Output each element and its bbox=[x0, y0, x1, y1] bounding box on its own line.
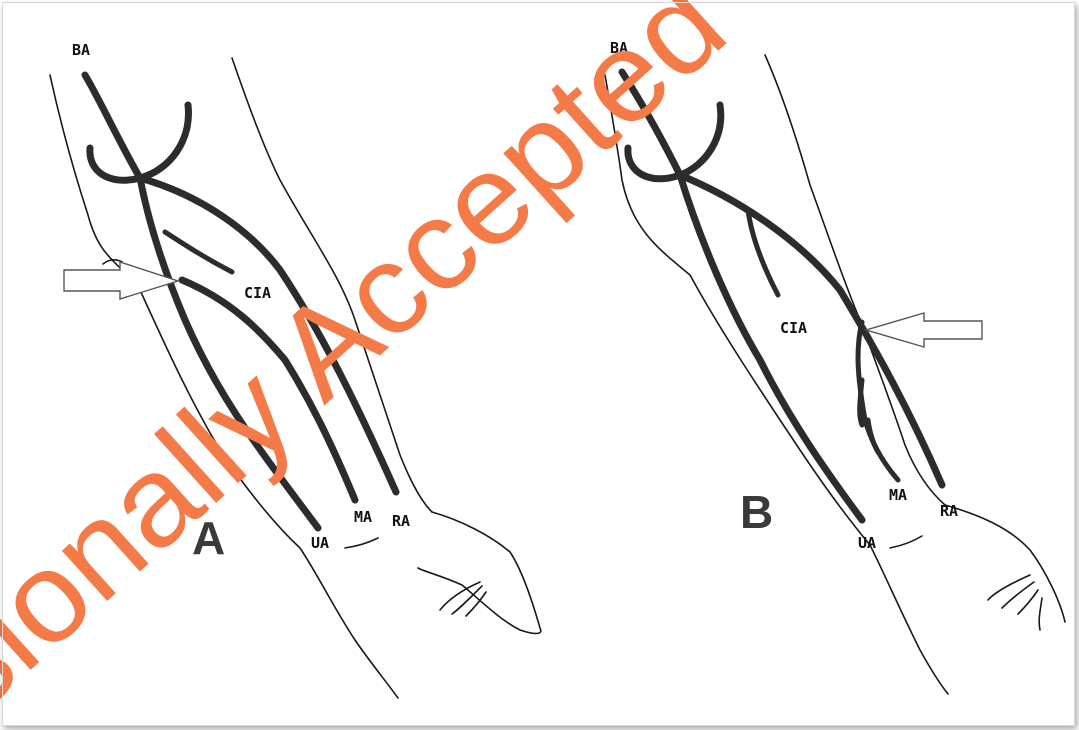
panel-b-letter: B bbox=[740, 486, 773, 538]
panel-a-label-ua: UA bbox=[311, 534, 329, 552]
panel-a-common-interosseous-artery bbox=[165, 232, 232, 272]
watermark-text: sionally Accepted bbox=[0, 0, 752, 730]
panel-b-median-artery bbox=[858, 322, 898, 480]
panel-a-arrow-pointer bbox=[64, 262, 178, 299]
panel-b-label-cia: CIA bbox=[780, 319, 807, 337]
panel-b: BA CIA UA MA RA B bbox=[605, 39, 1065, 694]
panel-b-vessels bbox=[622, 72, 942, 520]
panel-b-arm-outline bbox=[605, 55, 1065, 694]
panel-b-median-branch-1 bbox=[860, 380, 862, 425]
panel-a-label-ra: RA bbox=[392, 512, 410, 530]
panel-b-label-ma: MA bbox=[889, 486, 907, 504]
panel-a-label-cia: CIA bbox=[244, 284, 271, 302]
panel-b-label-ua: UA bbox=[858, 534, 876, 552]
panel-b-arrow-pointer bbox=[866, 313, 982, 347]
panel-a-label-ma: MA bbox=[354, 508, 372, 526]
panel-b-median-branch-2 bbox=[868, 420, 878, 452]
panel-b-label-ra: RA bbox=[940, 502, 958, 520]
panel-a-label-ba: BA bbox=[72, 41, 90, 59]
